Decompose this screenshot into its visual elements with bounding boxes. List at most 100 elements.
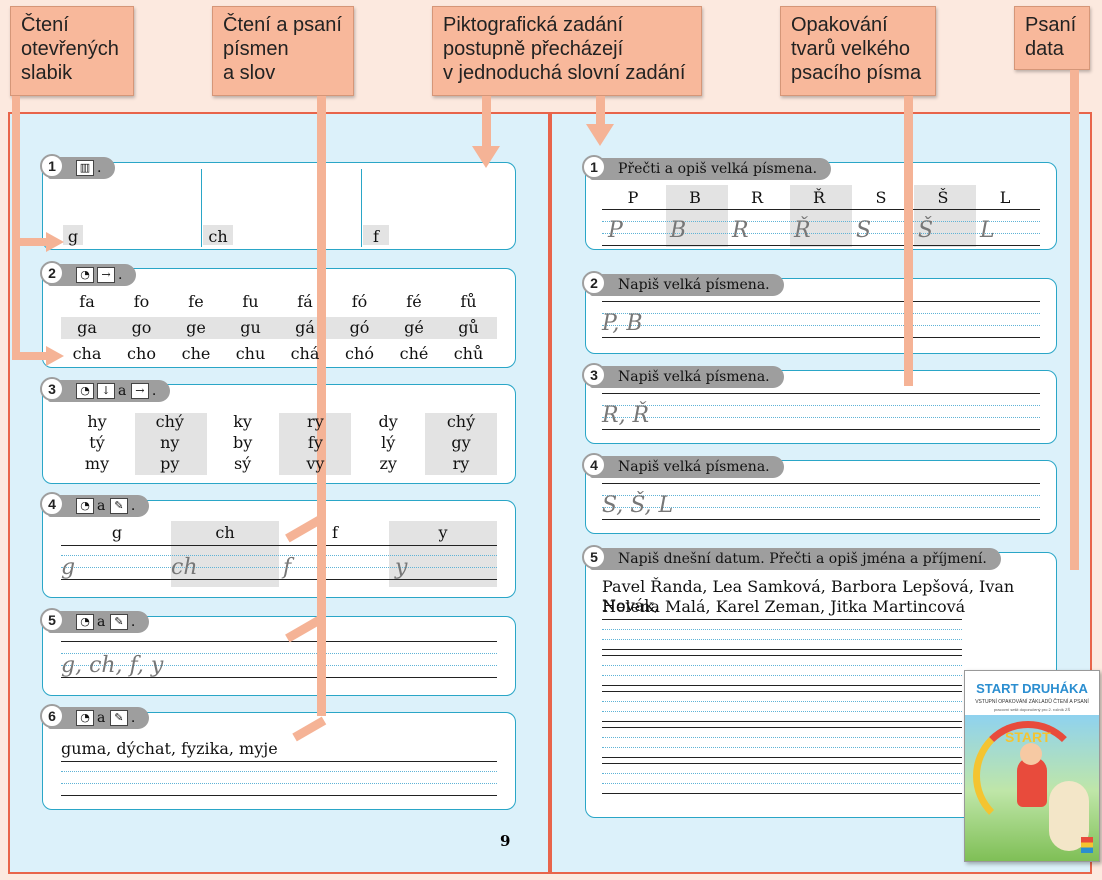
script-capital: S	[856, 218, 872, 243]
letter: f	[373, 227, 379, 246]
letter: g	[67, 227, 79, 246]
script-sample: S, Š, L	[602, 493, 674, 518]
capital-letter: R	[750, 188, 764, 207]
arrow-head	[472, 146, 500, 168]
arrow	[12, 352, 48, 360]
capital-letter: S	[875, 188, 887, 207]
writing-line	[602, 629, 962, 630]
letter: ch	[215, 523, 235, 542]
arrow-head	[586, 124, 614, 146]
syllable: zy	[379, 454, 397, 473]
syllable: tý	[89, 433, 105, 452]
book-subtitle: VSTUPNÍ OPAKOVÁNÍ ZÁKLADŮ ČTENÍ A PSANÍ	[975, 699, 1089, 705]
names-line-2: Helena Malá, Karel Zeman, Jitka Martinco…	[602, 597, 966, 616]
exercise-tag: 1▥.	[40, 154, 116, 179]
child-head	[1020, 743, 1042, 765]
arrow	[596, 96, 605, 126]
eye-icon: ◔	[76, 498, 94, 514]
arrow-right-icon: →	[97, 267, 115, 283]
writing-line	[602, 757, 962, 758]
syllable: ny	[160, 433, 180, 452]
syllable: fe	[188, 292, 204, 311]
syllable: fa	[79, 292, 95, 311]
exercise-tag: 2◔→.	[40, 261, 137, 286]
capital-letter: B	[689, 188, 701, 207]
syllable: fé	[406, 292, 422, 311]
eye-icon: ◔	[76, 383, 94, 399]
syllable: gá	[295, 318, 315, 337]
read-icon: ▥	[76, 160, 94, 176]
syllable: ry	[452, 454, 470, 473]
writing-line	[602, 675, 962, 676]
syllable: fo	[133, 292, 150, 311]
writing-line	[602, 793, 962, 794]
script-letter: ch	[171, 555, 198, 580]
syllable: gé	[404, 318, 424, 337]
left-exercise-1: g ch f	[42, 162, 516, 250]
capital-letter: P	[627, 188, 639, 207]
book-subtitle-2: pracovní sešit doporučený pro 2. ročník …	[993, 707, 1071, 712]
arrow-right-icon: →	[130, 383, 149, 399]
syllable: chý	[446, 412, 476, 431]
syllable: ry	[307, 412, 324, 431]
syllable: chů	[453, 344, 484, 363]
capital-letter: Š	[937, 188, 949, 207]
arrow	[317, 96, 326, 716]
script-letter: f	[283, 555, 292, 580]
arrow	[1070, 70, 1079, 570]
syllable: gy	[451, 433, 471, 452]
script-letter: y	[395, 555, 408, 580]
exercise-tag: 4◔a ✎.	[40, 492, 150, 517]
callout-reading-syllables: Čtení otevřených slabik	[10, 6, 134, 96]
writing-line	[602, 691, 962, 692]
syllable: by	[232, 433, 253, 452]
callout-pictographic: Piktografická zadání postupně přecházejí…	[432, 6, 702, 96]
callout-capital-shapes: Opakování tvarů velkého psacího písma	[780, 6, 936, 96]
syllable: gó	[349, 318, 370, 337]
syllable: ky	[233, 412, 252, 431]
writing-line	[602, 783, 962, 784]
arrow-head	[46, 346, 64, 366]
syllable: chý	[155, 412, 184, 431]
arrow	[12, 246, 20, 358]
pencil-icon: ✎	[109, 710, 128, 726]
arrow	[482, 96, 491, 148]
syllable: vy	[306, 454, 325, 473]
copy-text: guma, dýchat, fyzika, myje	[61, 739, 278, 758]
syllable: che	[181, 344, 211, 363]
script-sample: g, ch, f, y	[61, 653, 164, 678]
letter: g	[111, 523, 123, 542]
script-capital: Š	[918, 218, 934, 243]
syllable: fu	[242, 292, 259, 311]
names-line-1: Pavel Řanda, Lea Samková, Barbora Lepšov…	[602, 577, 1015, 615]
syllable: chá	[290, 344, 320, 363]
writing-line	[602, 639, 962, 640]
arrow-head	[46, 232, 64, 252]
arrow-down-icon: ↓	[97, 383, 115, 399]
rainbow	[973, 721, 1083, 831]
writing-line	[602, 685, 962, 686]
script-capital: R	[732, 218, 749, 243]
syllable: fy	[307, 433, 323, 452]
eye-icon: ◔	[76, 710, 94, 726]
letter: f	[332, 523, 338, 542]
callout-reading-writing: Čtení a psaní písmen a slov	[212, 6, 354, 96]
syllable: my	[84, 454, 110, 473]
syllable: gů	[458, 318, 479, 337]
syllable: sý	[233, 454, 252, 473]
pencil-icon: ✎	[109, 498, 128, 514]
writing-line	[602, 747, 962, 748]
syllable: cho	[127, 344, 156, 363]
syllable: ga	[77, 318, 97, 337]
writing-line	[602, 649, 962, 650]
syllable: ché	[399, 344, 429, 363]
writing-line	[602, 619, 962, 620]
pencil-icon: ✎	[109, 614, 128, 630]
script-capital: B	[670, 218, 687, 243]
syllable: chó	[345, 344, 374, 363]
